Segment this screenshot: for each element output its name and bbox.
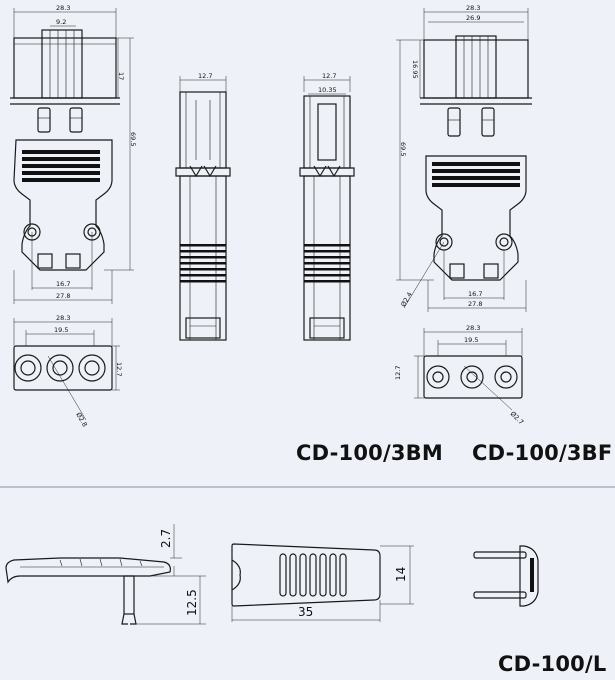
bf-front-view: 28.3 26.9 16.95 69.5: [396, 4, 532, 312]
latch-length: 35: [298, 605, 313, 619]
bf-pin-spacing: 16.7: [468, 290, 482, 298]
latch-top-view: 35 14: [231, 543, 414, 622]
bm-pin-pitch: 19.5: [54, 326, 68, 334]
bm-base-width: 27.8: [56, 292, 70, 300]
latch-end-view: [473, 545, 539, 607]
bm-bottom-view: 28.3 19.5 12.7 Ø2.8: [13, 314, 123, 428]
bf-pin-pitch: 19.5: [464, 336, 478, 344]
bf-side-inner-width: 10.35: [318, 86, 337, 94]
bm-bottom-height: 12.7: [115, 362, 123, 376]
bf-hole-diameter: Ø2.4: [399, 291, 414, 308]
bf-inner-width: 26.9: [466, 14, 480, 22]
latch-width: 14: [394, 567, 408, 582]
latch-height: 12.5: [185, 589, 199, 616]
bm-upper-height: 17: [117, 72, 125, 80]
bm-pin-diameter: Ø2.8: [74, 411, 89, 428]
bm-total-height: 69.5: [129, 132, 137, 146]
bf-side-width: 12.7: [322, 72, 336, 80]
bf-bottom-width: 28.3: [466, 324, 480, 332]
bm-slot-width: 9.2: [56, 18, 66, 26]
bf-bottom-view: 28.3 19.5 12.7 Ø2.7: [394, 324, 525, 426]
latch-thickness: 2.7: [159, 529, 173, 548]
bf-base-width: 27.8: [468, 300, 482, 308]
bf-total-height: 69.5: [399, 142, 407, 156]
bm-bottom-width: 28.3: [56, 314, 70, 322]
bf-bottom-height: 12.7: [394, 366, 402, 380]
bf-pin-diameter: Ø2.7: [509, 410, 526, 427]
bm-pin-spacing: 16.7: [56, 280, 70, 288]
title-latch: CD-100/L: [498, 652, 607, 676]
bf-upper-height: 16.95: [411, 60, 419, 79]
bm-side-width: 12.7: [198, 72, 212, 80]
bm-front-view: 28.3 9.2 17 69.5 16.7 27.8: [10, 4, 137, 304]
bf-side-view: 12.7 10.35: [299, 72, 355, 341]
title-bf: CD-100/3BF: [472, 441, 613, 465]
latch-side-view: 2.7 12.5: [5, 524, 206, 625]
bf-width-top: 28.3: [466, 4, 480, 12]
bm-side-view: 12.7: [175, 72, 231, 341]
bm-width-top: 28.3: [56, 4, 70, 12]
title-bm: CD-100/3BM: [296, 441, 443, 465]
